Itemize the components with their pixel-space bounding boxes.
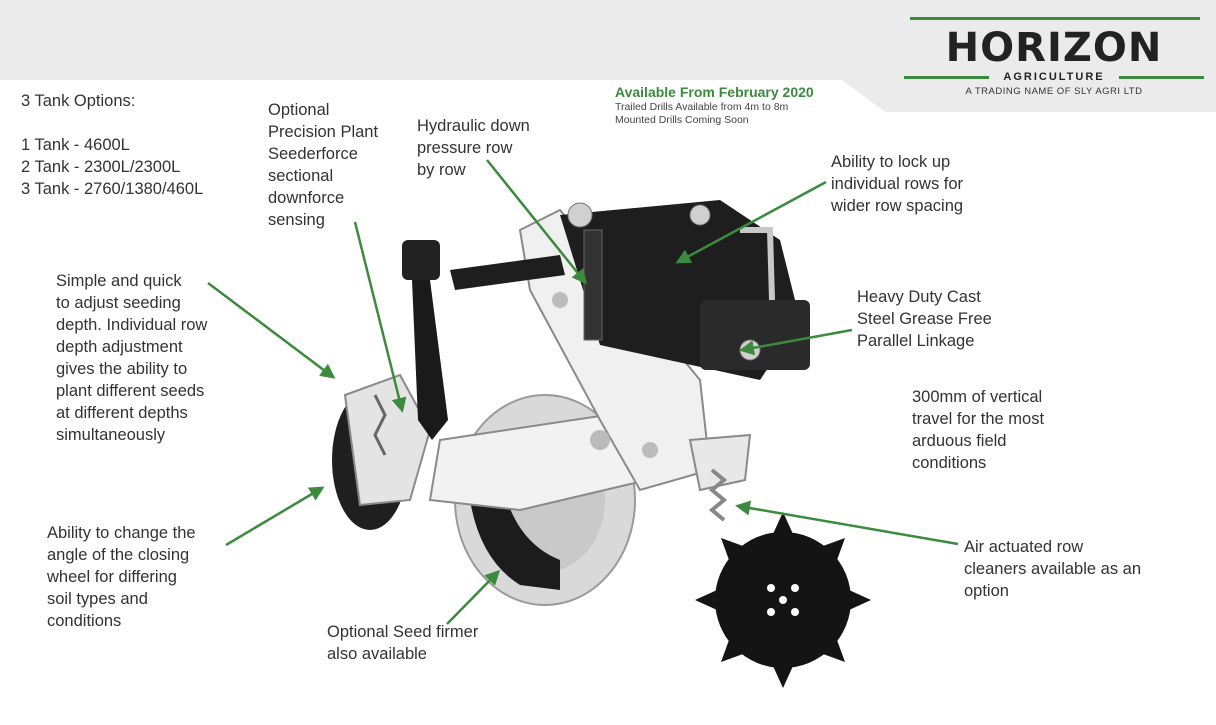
callout-cleaners-line: cleaners available as an bbox=[964, 560, 1142, 578]
callout-travel-line: travel for the most bbox=[912, 410, 1045, 428]
callout-travel-line: arduous field bbox=[912, 432, 1007, 450]
callout-linkage-line: Parallel Linkage bbox=[857, 332, 975, 350]
callout-angle-line: Ability to change the bbox=[47, 524, 196, 542]
callout-seederforce: Optional Precision Plant Seederforce sec… bbox=[268, 99, 378, 231]
arrow-depth bbox=[207, 282, 336, 379]
tank-options-block: 3 Tank Options: 1 Tank - 4600L 2 Tank - … bbox=[21, 90, 203, 200]
availability-line-trailed: Trailed Drills Available from 4m to 8m bbox=[615, 101, 789, 113]
logo-trading-name: A TRADING NAME OF SLY AGRI LTD bbox=[965, 86, 1143, 97]
callout-seederforce-line: Seederforce bbox=[268, 145, 358, 163]
arrow-linkage bbox=[739, 328, 853, 356]
callout-travel: 300mm of vertical travel for the most ar… bbox=[912, 386, 1044, 474]
callout-depth-line: gives the ability to bbox=[56, 360, 188, 378]
seed-tube bbox=[412, 280, 448, 440]
horizon-logo: HORIZON AGRICULTURE A TRADING NAME OF SL… bbox=[904, 14, 1204, 104]
callout-travel-line: conditions bbox=[912, 454, 987, 472]
callout-angle: Ability to change the angle of the closi… bbox=[47, 522, 196, 632]
mounting-bracket bbox=[700, 300, 810, 370]
callout-angle-line: wheel for differing bbox=[47, 568, 177, 586]
callout-lockup-line: individual rows for bbox=[831, 175, 964, 193]
callout-seederforce-line: sectional bbox=[268, 167, 334, 185]
tank-options-heading: 3 Tank Options: bbox=[21, 92, 136, 110]
logo-subtitle: AGRICULTURE bbox=[989, 71, 1119, 83]
tank-option-1: 1 Tank - 4600L bbox=[21, 136, 130, 154]
callout-seederforce-line: downforce bbox=[268, 189, 345, 207]
callout-cleaners-line: option bbox=[964, 582, 1009, 600]
callout-firmer-line: also available bbox=[327, 645, 427, 663]
callout-depth: Simple and quick to adjust seeding depth… bbox=[56, 270, 207, 446]
callout-lockup: Ability to lock up individual rows for w… bbox=[831, 151, 963, 217]
arrow-hydraulic bbox=[486, 159, 587, 285]
arrow-cleaners bbox=[735, 500, 959, 546]
callout-depth-line: depth adjustment bbox=[56, 338, 183, 356]
callout-lockup-line: Ability to lock up bbox=[831, 153, 951, 171]
row-lock-handle bbox=[740, 227, 775, 301]
tank-option-3: 3 Tank - 2760/1380/460L bbox=[21, 180, 204, 198]
callout-linkage-line: Steel Grease Free bbox=[857, 310, 992, 328]
callout-linkage-line: Heavy Duty Cast bbox=[857, 288, 981, 306]
cleaner-spring bbox=[708, 468, 728, 522]
arrow-seederforce bbox=[353, 221, 407, 413]
callout-depth-line: plant different seeds bbox=[56, 382, 205, 400]
callout-travel-line: 300mm of vertical bbox=[912, 388, 1043, 406]
callout-cleaners: Air actuated row cleaners available as a… bbox=[964, 536, 1141, 602]
callout-firmer: Optional Seed firmer also available bbox=[327, 621, 478, 665]
callout-cleaners-line: Air actuated row bbox=[964, 538, 1084, 556]
row-cleaner-wheel bbox=[695, 512, 871, 688]
callout-hydraulic-line: by row bbox=[417, 161, 466, 179]
arrow-firmer bbox=[446, 569, 501, 625]
callout-angle-line: conditions bbox=[47, 612, 122, 630]
availability-line-mounted: Mounted Drills Coming Soon bbox=[615, 114, 749, 126]
callout-depth-line: depth. Individual row bbox=[56, 316, 208, 334]
callout-seederforce-line: sensing bbox=[268, 211, 325, 229]
callout-seederforce-line: Optional bbox=[268, 101, 330, 119]
callout-angle-line: soil types and bbox=[47, 590, 148, 608]
hydraulic-cylinder bbox=[583, 229, 603, 341]
tank-option-2: 2 Tank - 2300L/2300L bbox=[21, 158, 181, 176]
callout-depth-line: Simple and quick bbox=[56, 272, 182, 290]
seed-hopper-top bbox=[402, 240, 440, 280]
arrow-angle bbox=[225, 486, 325, 547]
arrow-lockup bbox=[675, 180, 827, 264]
callout-linkage: Heavy Duty Cast Steel Grease Free Parall… bbox=[857, 286, 992, 352]
depth-adjust-bracket bbox=[343, 373, 432, 507]
callout-depth-line: at different depths bbox=[56, 404, 188, 422]
callout-lockup-line: wider row spacing bbox=[831, 197, 964, 215]
logo-wordmark: HORIZON bbox=[945, 25, 1163, 71]
callout-depth-line: to adjust seeding bbox=[56, 294, 181, 312]
logo-top-rule bbox=[910, 17, 1200, 20]
callout-seederforce-line: Precision Plant bbox=[268, 123, 379, 141]
callout-hydraulic-line: pressure row bbox=[417, 139, 513, 157]
callout-hydraulic: Hydraulic down pressure row by row bbox=[417, 115, 530, 181]
availability-block: Available From February 2020 Trailed Dri… bbox=[615, 84, 814, 127]
callout-firmer-line: Optional Seed firmer bbox=[327, 623, 479, 641]
availability-title: Available From February 2020 bbox=[615, 84, 814, 100]
callout-angle-line: angle of the closing bbox=[47, 546, 190, 564]
callout-depth-line: simultaneously bbox=[56, 426, 166, 444]
callout-hydraulic-line: Hydraulic down bbox=[417, 117, 530, 135]
